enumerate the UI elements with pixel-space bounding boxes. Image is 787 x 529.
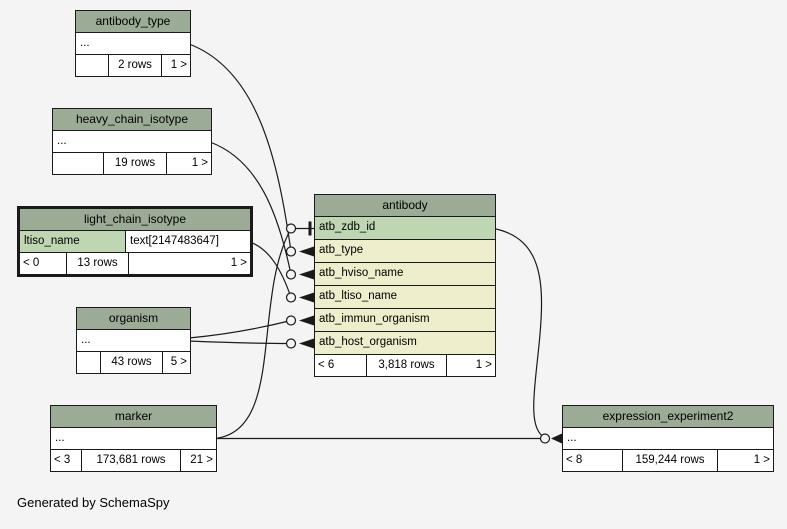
cardinality-circle-expression_experiment2 (539, 433, 551, 444)
crow-foot-atb_immun_organism (299, 315, 314, 326)
crow-foot-atb_hviso_name (299, 269, 314, 280)
row-count: 159,244 rows (622, 450, 718, 471)
parent-count (76, 55, 108, 76)
crow-foot-atb_ltiso_name (299, 292, 314, 303)
column-row-atb_zdb_id: atb_zdb_id (315, 217, 495, 240)
edge-heavy_chain_isotype-to-atb_hviso_name (209, 141, 292, 275)
elided-columns-row: ... (563, 428, 773, 450)
column-type: text[2147483647] (126, 231, 250, 252)
table-header-antibody[interactable]: antibody (315, 195, 495, 217)
table-footer: 2 rows 1 > (76, 55, 190, 76)
table-antibody: antibody atb_zdb_id atb_type atb_hviso_n… (314, 194, 496, 377)
elided-columns-row: ... (53, 131, 211, 153)
row-count: 173,681 rows (81, 450, 181, 471)
parent-count (53, 153, 103, 174)
table-footer: < 6 3,818 rows 1 > (315, 355, 495, 376)
table-header-marker[interactable]: marker (51, 406, 216, 428)
column-row-atb_ltiso_name: atb_ltiso_name (315, 286, 495, 309)
table-expression_experiment2: expression_experiment2 ... < 8 159,244 r… (562, 405, 774, 472)
cardinality-circle-atb_ltiso_name (285, 292, 297, 303)
table-light_chain_isotype: light_chain_isotype ltiso_name text[2147… (17, 206, 253, 277)
parent-count: < 3 (54, 454, 71, 466)
table-footer: 43 rows 5 > (77, 352, 190, 373)
table-header-heavy_chain_isotype[interactable]: heavy_chain_isotype (53, 109, 211, 131)
elided-columns-row: ... (77, 330, 190, 352)
table-header-antibody_type[interactable]: antibody_type (76, 11, 190, 33)
table-heavy_chain_isotype: heavy_chain_isotype ... 19 rows 1 > (52, 108, 212, 175)
parent-count: < 6 (318, 359, 335, 371)
row-count: 13 rows (66, 253, 129, 274)
table-footer: < 3 173,681 rows 21 > (51, 450, 216, 471)
column-row-atb_type: atb_type (315, 240, 495, 263)
row-count: 3,818 rows (366, 355, 447, 376)
tee-bar-atb_zdb_id (308, 221, 312, 236)
edge-antibody-to-expression_experiment2 (493, 227, 546, 439)
cardinality-circle-atb_host_organism (285, 338, 297, 349)
generated-by-note: Generated by SchemaSpy (17, 495, 170, 510)
table-antibody_type: antibody_type ... 2 rows 1 > (75, 10, 191, 77)
table-header-expression_experiment2[interactable]: expression_experiment2 (563, 406, 773, 428)
child-count: 21 > (190, 454, 213, 466)
crow-foot-atb_host_organism (299, 338, 314, 349)
parent-count (77, 352, 100, 373)
column-row-atb_hviso_name: atb_hviso_name (315, 263, 495, 286)
child-count: 1 > (753, 454, 770, 466)
edge-light_chain_isotype-to-atb_ltiso_name (246, 240, 292, 298)
cardinality-circle-atb_immun_organism (285, 315, 297, 326)
crow-foot-atb_type (299, 246, 314, 257)
cardinality-circle-atb_zdb_id (285, 223, 297, 234)
crow-foot-expression_experiment2 (551, 433, 562, 444)
child-count: 1 > (475, 359, 492, 371)
child-count: 1 > (170, 59, 187, 71)
table-footer: < 8 159,244 rows 1 > (563, 450, 773, 471)
edge-organism-to-atb_host_organism (188, 340, 292, 345)
elided-columns-row: ... (51, 428, 216, 450)
elided-columns-row: ... (76, 33, 190, 55)
edge-antibody_type-to-atb_type (188, 43, 292, 252)
table-footer: 19 rows 1 > (53, 153, 211, 174)
child-count: 1 > (191, 157, 208, 169)
table-header-light_chain_isotype[interactable]: light_chain_isotype (20, 209, 250, 231)
parent-count: < 0 (23, 257, 40, 269)
table-organism: organism ... 43 rows 5 > (76, 307, 191, 374)
edge-marker-to-atb_zdb_id (214, 228, 292, 440)
row-count: 19 rows (103, 153, 167, 174)
row-count: 43 rows (100, 352, 163, 373)
column-row-atb_host_organism: atb_host_organism (315, 332, 495, 355)
cardinality-circle-atb_hviso_name (285, 269, 297, 280)
cardinality-circle-atb_type (285, 246, 297, 257)
column-name: ltiso_name (20, 231, 126, 252)
row-count: 2 rows (108, 55, 162, 76)
parent-count: < 8 (566, 454, 583, 466)
child-count: 5 > (170, 356, 187, 368)
edge-organism-to-atb_immun_organism (188, 319, 292, 339)
child-count: 1 > (230, 257, 247, 269)
table-footer: < 0 13 rows 1 > (20, 253, 250, 274)
column-row-ltiso_name: ltiso_name text[2147483647] (20, 231, 250, 253)
column-row-atb_immun_organism: atb_immun_organism (315, 309, 495, 332)
table-header-organism[interactable]: organism (77, 308, 190, 330)
table-marker: marker ... < 3 173,681 rows 21 > (50, 405, 217, 472)
